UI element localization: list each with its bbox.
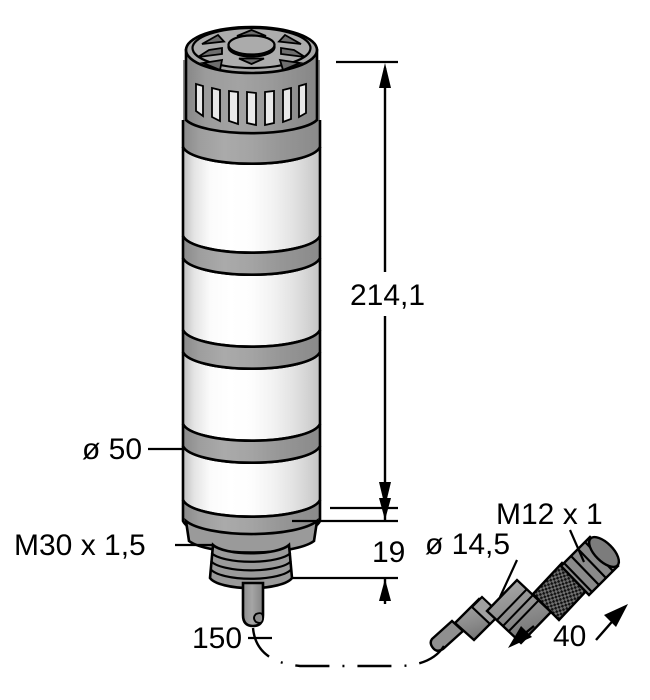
divider-ring-3 [181,423,322,464]
arrow-ne-40 [604,604,628,627]
nose-thread-4 [563,562,593,593]
vent-icon-s [238,57,265,65]
divider-ring-2 [181,329,322,370]
dimension-label-40: 40 [553,620,586,653]
dimension-cable-length: 150 [192,622,272,655]
dimension-connector-length: 40 [508,604,628,653]
barrel-groove-1 [496,588,528,621]
cap-rib-4 [246,90,257,127]
ring-fill-2 [181,329,322,370]
dimension-thread-length: 19 [292,494,405,604]
dimension-connector-diameter: ø 14,5 [425,528,518,598]
dimension-label-19: 19 [372,536,405,569]
dimension-connector-thread: M12 x 1 [496,498,603,563]
tower-light-body [181,25,322,628]
m12-connector-assembly [429,535,621,652]
barrel-groove-3 [508,599,540,632]
cap-center-hub-top [227,34,276,56]
vent-icon-se [278,58,304,72]
vented-top-cap [184,25,319,135]
cable-stub [241,581,265,628]
vent-icon-ne [277,33,302,45]
dimension-mounting-thread: M30 x 1,5 [14,529,214,562]
dimension-label-150: 150 [192,622,242,655]
cap-rib-slots [195,82,307,127]
arrow-up-19 [379,579,391,601]
dimension-label-d145: ø 14,5 [425,528,510,561]
ring-fill-3 [181,423,322,464]
cap-rib-2 [211,86,221,123]
vent-icon-sw [199,58,224,72]
thread-ridge-2 [210,560,292,572]
thread-ridge-1 [210,552,292,563]
nose-thread-2 [577,548,607,579]
vent-icon-e [280,46,306,58]
leader-line-m12 [568,529,586,563]
dimension-body-diameter: ø 50 [82,433,186,466]
flying-lead-cable [251,627,446,668]
dimension-label-214: 214,1 [350,279,425,312]
cap-rib-7 [298,82,307,119]
arrow-up-214 [379,63,391,88]
cap-rib-1 [195,82,204,118]
dimension-label-d50: ø 50 [82,433,142,466]
dimension-label-m30: M30 x 1,5 [14,529,146,562]
dimension-overall-length: 214,1 [330,60,446,510]
cap-rib-5 [264,89,275,127]
arrow-sw-40 [508,626,532,648]
connector-nose-end [587,535,621,569]
upper-collar-edge [181,146,322,165]
nose-thread-1 [570,555,600,586]
arrow-down-19 [379,498,391,520]
thread-ridge-3 [209,568,293,580]
divider-ring-1 [181,235,322,276]
barrel-grooves [496,588,540,632]
dimension-label-m12: M12 x 1 [496,498,603,531]
cap-rib-3 [228,89,239,126]
ring-fill-1 [181,235,322,276]
vent-icon-w [197,46,223,58]
cable-stub-tip [253,612,264,624]
cap-rib-6 [282,86,292,124]
m30-threaded-spigot [208,542,294,590]
leader-line-d145 [499,559,518,598]
vent-icon-nw [201,33,226,45]
barrel-groove-2 [502,594,534,627]
cable-path [251,627,446,668]
label-bg-214 [348,272,446,316]
